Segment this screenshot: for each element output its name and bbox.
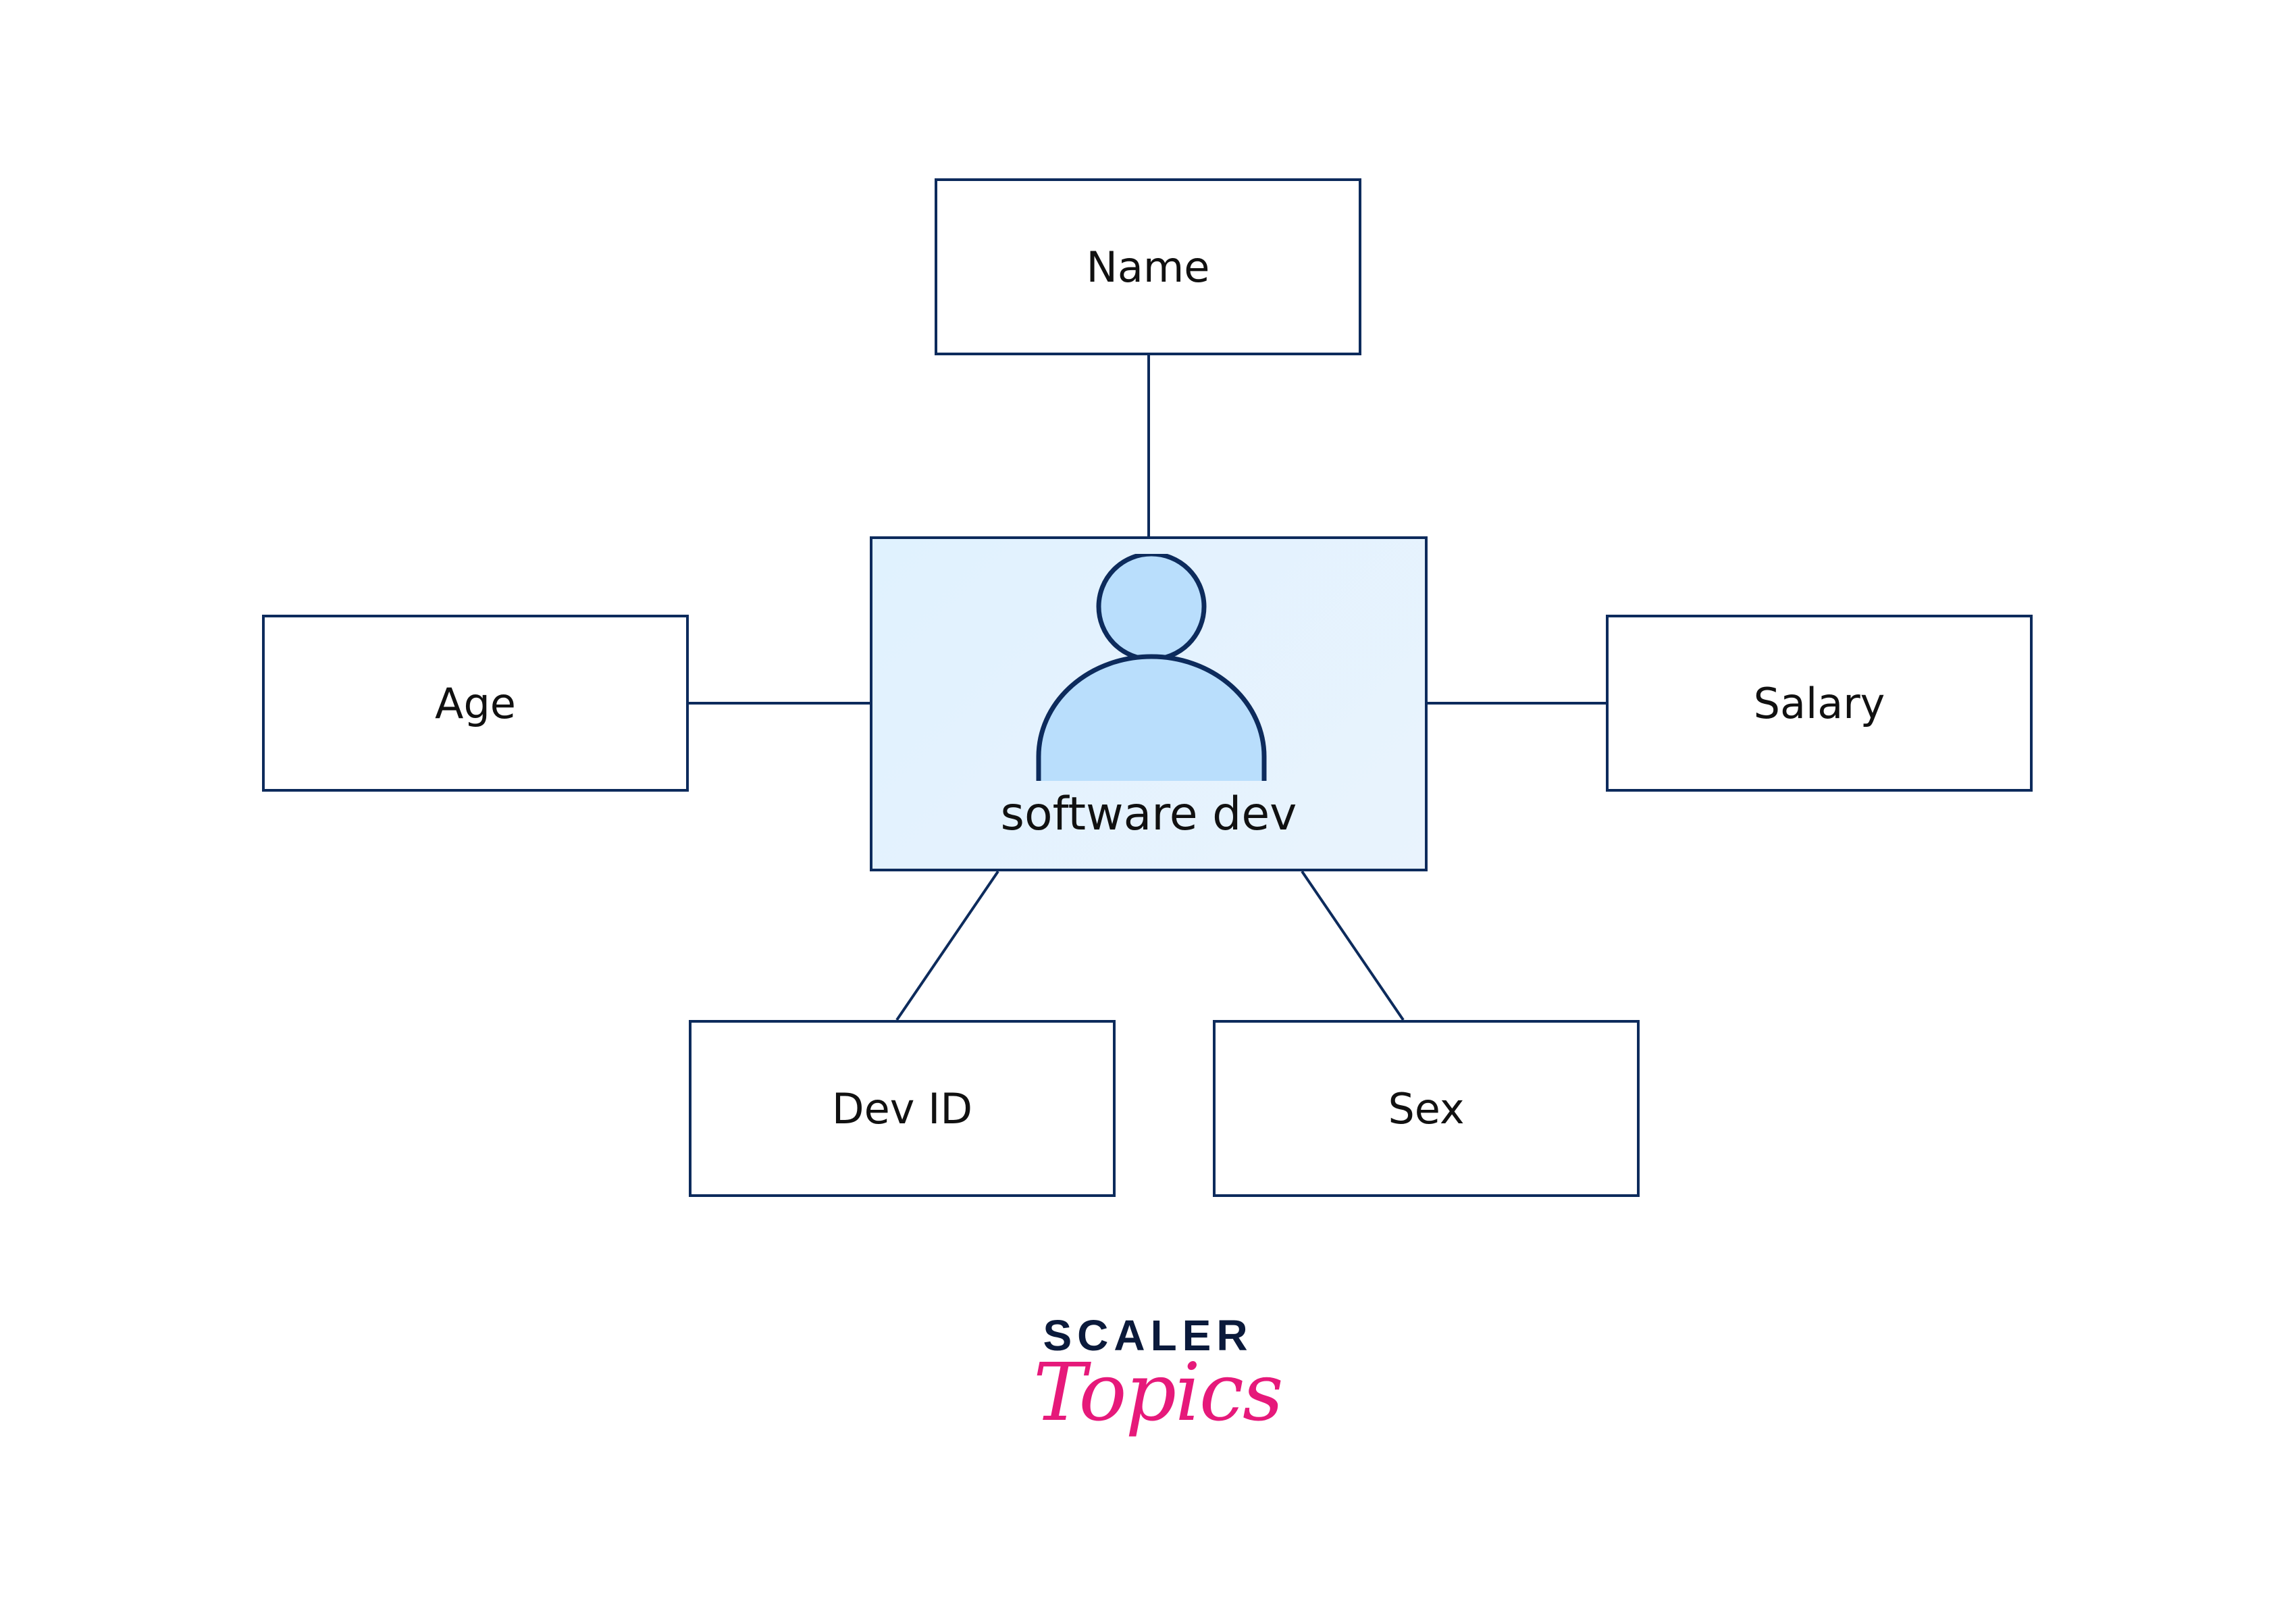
logo-scaler-text: SCALER [1043,1311,1253,1360]
attribute-age: Age [262,615,689,792]
attribute-name-label: Name [1086,242,1210,292]
attribute-sex: Sex [1213,1020,1640,1197]
entity-label: software dev [1000,788,1297,841]
attribute-age-label: Age [435,678,516,728]
attribute-salary-label: Salary [1753,678,1885,728]
attribute-sex-label: Sex [1388,1083,1465,1133]
attribute-name: Name [935,178,1361,355]
attribute-dev-id: Dev ID [689,1020,1116,1197]
connector-devid [895,870,999,1021]
logo-topics-text: Topics [1033,1346,1284,1439]
attribute-dev-id-label: Dev ID [831,1083,973,1133]
connector-sex [1301,870,1405,1021]
person-icon [1036,554,1267,781]
attribute-salary: Salary [1606,615,2033,792]
entity-software-dev: software dev [870,536,1428,871]
scaler-topics-logo: SCALER Topics [1033,1310,1284,1486]
